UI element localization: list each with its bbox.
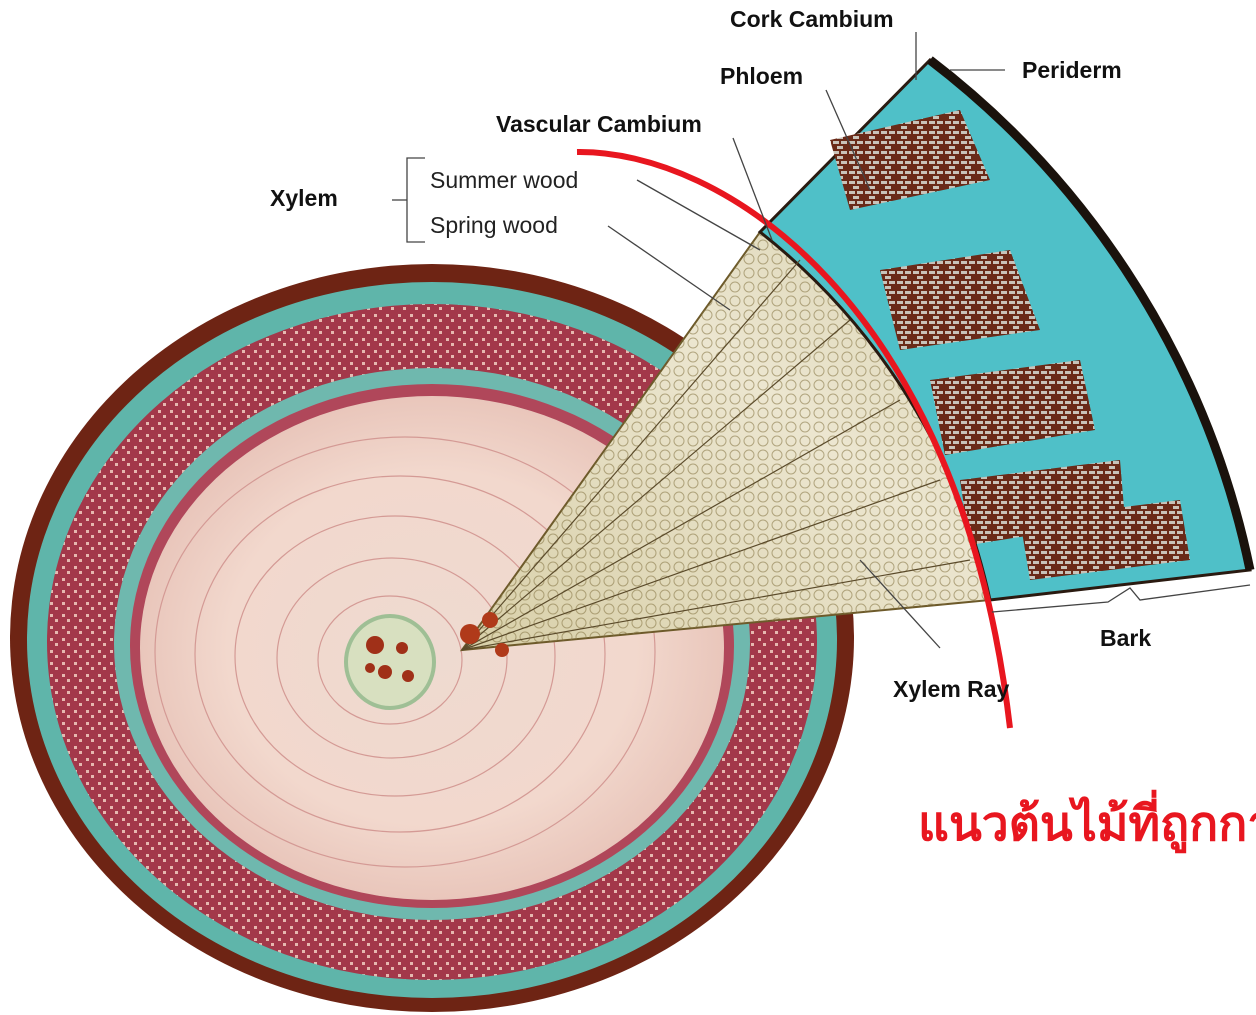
label-periderm: Periderm: [1022, 57, 1122, 83]
label-xylem: Xylem: [270, 185, 338, 211]
label-spring-wood: Spring wood: [430, 212, 558, 238]
label-bark: Bark: [1100, 625, 1151, 651]
label-summer-wood: Summer wood: [430, 167, 578, 193]
pith: [346, 616, 434, 708]
label-vascular-cambium: Vascular Cambium: [496, 111, 702, 137]
label-phloem: Phloem: [720, 63, 803, 89]
thai-caption: แนวต้นไม้ที่ถูกกา: [918, 789, 1256, 854]
label-cork-cambium: Cork Cambium: [730, 6, 894, 32]
label-xylem-ray: Xylem Ray: [893, 676, 1010, 702]
